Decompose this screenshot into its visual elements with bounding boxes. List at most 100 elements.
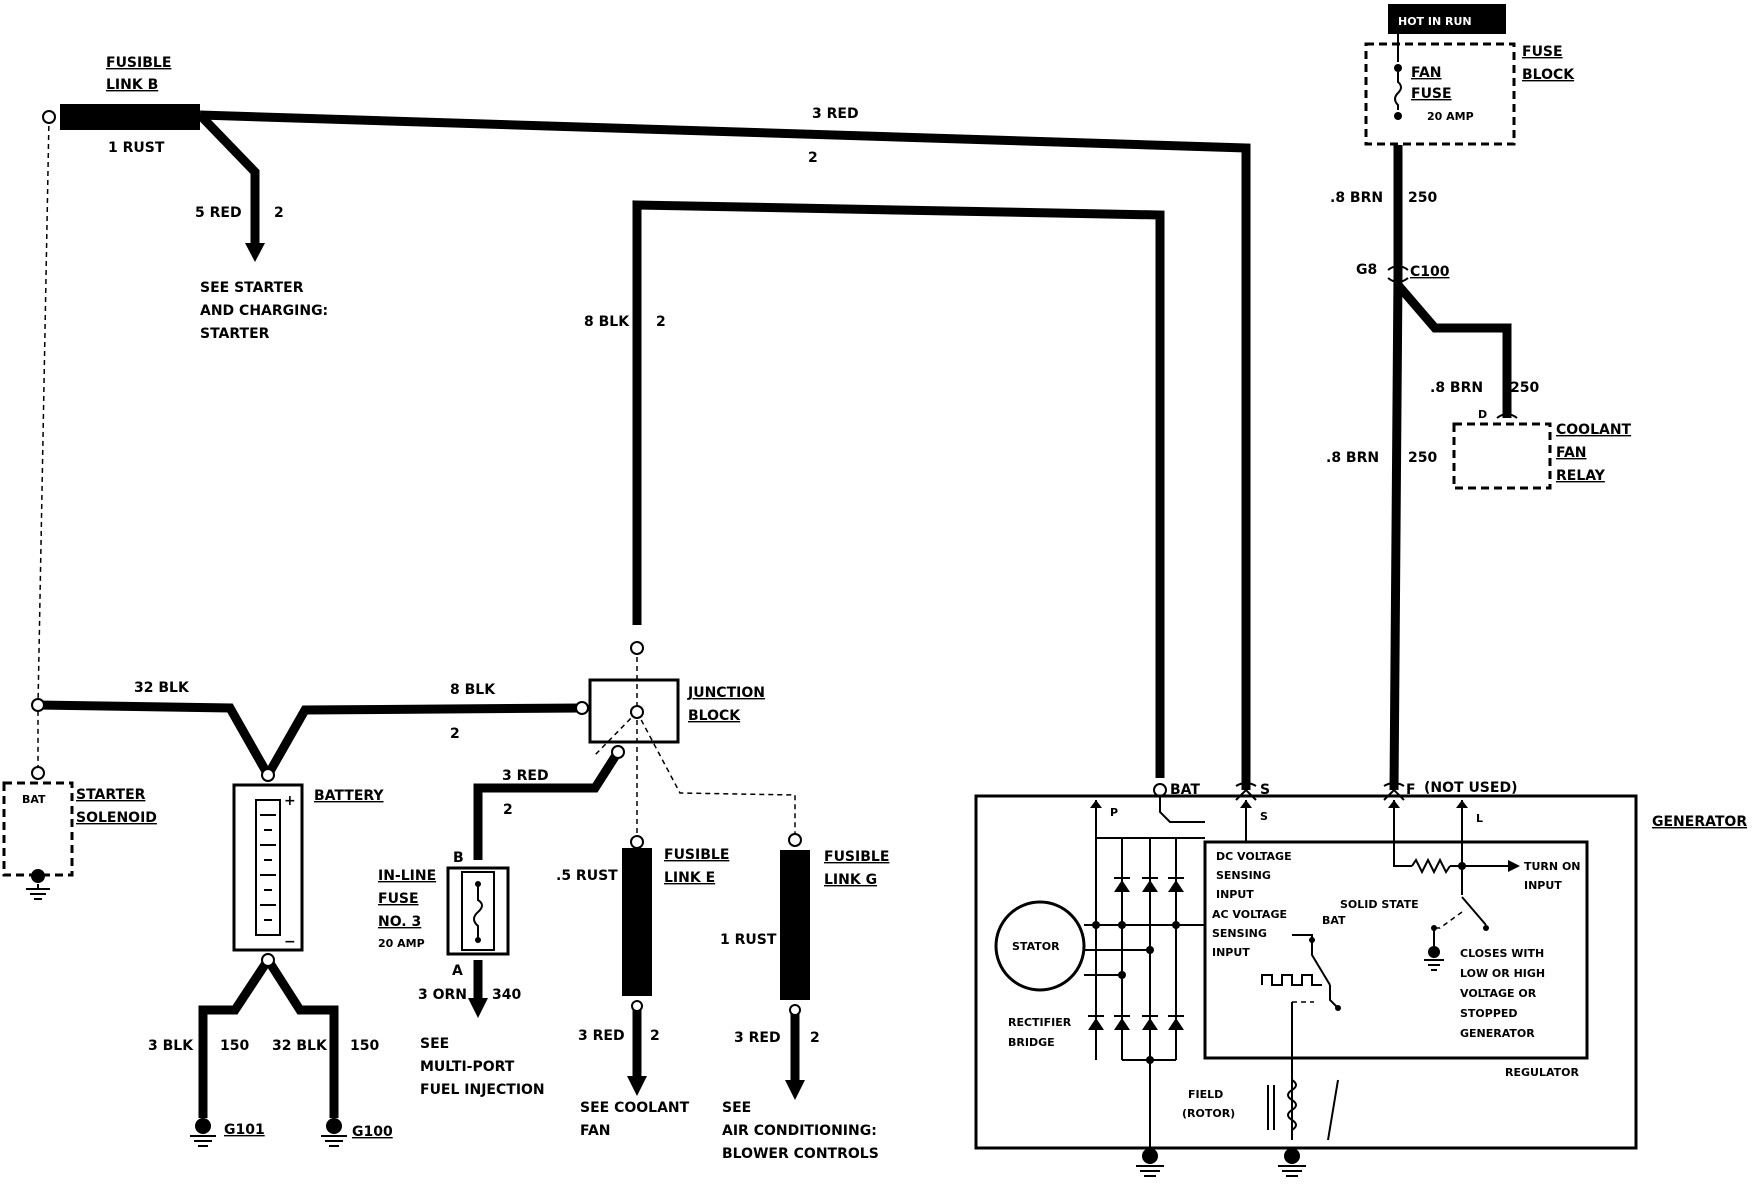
label-rectifier-bridge-1: RECTIFIER (1008, 1016, 1072, 1029)
label-see-mpfi-1: SEE (420, 1036, 449, 1052)
inline-fuse-element-icon (473, 884, 483, 940)
label-fusible-link-b-1: FUSIBLE (106, 55, 171, 71)
label-inline-fuse-2: FUSE (378, 891, 419, 907)
fusible-link-b-body (60, 104, 200, 130)
ground-icon-gen-right (1278, 1148, 1306, 1177)
fan-fuse-element-icon (1394, 72, 1402, 110)
label-inline-fuse-amp: 20 AMP (378, 937, 425, 950)
gen-bat-internal (1159, 796, 1205, 823)
label-brn-relay: .8 BRN (1430, 380, 1483, 396)
label-closes-with-1: CLOSES WITH (1460, 947, 1544, 960)
label-fuse-block-1: FUSE (1522, 44, 1563, 60)
inline-fuse-box (446, 866, 510, 956)
ring-junction-left (575, 701, 589, 715)
label-turn-on-2: INPUT (1524, 879, 1562, 892)
label-fusible-link-e-2: LINK E (664, 870, 715, 886)
label-2-e: 2 (650, 1028, 660, 1044)
resistor-icon (1411, 857, 1451, 875)
label-see-ac-3: BLOWER CONTROLS (722, 1146, 879, 1162)
ring-link-b (42, 110, 56, 124)
stator-circle (994, 900, 1086, 992)
ground-icon-solenoid (26, 869, 50, 900)
starter-bat-label: BAT (22, 793, 46, 806)
diodes-bottom (1088, 1015, 1184, 1030)
arrow-mpfi (468, 998, 488, 1018)
label-see-ac-2: AIR CONDITIONING: (722, 1123, 877, 1139)
wire-3-blk-g101 (198, 957, 272, 1118)
relay-pin-d-connector (1496, 413, 1518, 419)
label-solid-state: SOLID STATE (1340, 898, 1419, 911)
ground-icon-g101 (190, 1118, 216, 1147)
label-generator: GENERATOR (1652, 814, 1747, 830)
label-gen-s: S (1260, 782, 1270, 798)
label-g8: G8 (1356, 262, 1377, 278)
label-brn-bottom: .8 BRN (1326, 450, 1379, 466)
fusible-link-g-body (780, 850, 810, 1000)
label-see-starter-2: AND CHARGING: (200, 303, 328, 319)
wire-8-blk-horiz (264, 703, 583, 778)
label-2-starter: 2 (274, 205, 284, 221)
battery-cells (255, 799, 281, 936)
label-orn-3: 3 ORN (418, 987, 467, 1003)
label-2-vert: 2 (656, 314, 666, 330)
fuse-block-box (1364, 42, 1516, 146)
label-see-starter-3: STARTER (200, 326, 270, 342)
gen-s-terminal (1235, 782, 1257, 801)
label-inner-bat: BAT (1322, 914, 1346, 927)
label-dc-voltage-1: DC VOLTAGE (1216, 850, 1292, 863)
label-red-3-g: 3 RED (734, 1030, 781, 1046)
label-stator: STATOR (1012, 940, 1060, 953)
label-150-b: 150 (350, 1038, 379, 1054)
label-inline-fuse-3: NO. 3 (378, 914, 421, 930)
label-ac-voltage-1: AC VOLTAGE (1212, 908, 1287, 921)
label-150-a: 150 (220, 1038, 249, 1054)
ring-link-e-bottom (631, 1000, 643, 1012)
turn-on-line (1393, 842, 1412, 867)
diodes-top (1114, 877, 1184, 892)
wire-32-blk-g100 (264, 957, 339, 1118)
wire-5-red-starter (196, 111, 260, 245)
ac-square-wave-icon (1261, 974, 1322, 986)
label-fusible-link-e-1: FUSIBLE (664, 847, 729, 863)
label-junction-block-1: JUNCTION (687, 685, 765, 701)
ring-battery-bottom (261, 953, 275, 967)
label-2-fuse: 2 (503, 802, 513, 818)
label-250-relay: 250 (1510, 380, 1539, 396)
regulator-box (1203, 840, 1589, 1060)
label-250-top: 250 (1408, 190, 1437, 206)
c100-connector (1387, 265, 1409, 283)
label-relay-pin-d: D (1478, 408, 1487, 421)
label-see-coolant-1: SEE COOLANT (580, 1100, 690, 1116)
label-closes-with-4: STOPPED (1460, 1007, 1518, 1020)
wire-3-red-top (199, 110, 1251, 790)
generator-box (974, 794, 1638, 1150)
label-dc-voltage-2: SENSING (1216, 869, 1271, 882)
label-fuse-block-2: BLOCK (1522, 67, 1575, 83)
rectifier-dots (1092, 921, 1180, 1064)
label-gen-bat: BAT (1170, 782, 1200, 798)
label-starter-solenoid-1: STARTER (76, 787, 146, 803)
label-brn-top: .8 BRN (1330, 190, 1383, 206)
hot-in-run-label: HOT IN RUN (1398, 15, 1472, 28)
wire-3-red-fuse (473, 749, 622, 860)
label-blk-3-g101: 3 BLK (148, 1038, 194, 1054)
label-red-3-e: 3 RED (578, 1028, 625, 1044)
label-coolant-fan-relay-1: COOLANT (1556, 422, 1632, 438)
label-regulator: REGULATOR (1505, 1066, 1579, 1079)
battery-plus: + (284, 793, 296, 809)
label-pin-p: P (1110, 806, 1118, 819)
starter-solenoid-box (2, 781, 74, 877)
wire-32-blk (37, 700, 272, 778)
label-coolant-fan-relay-3: RELAY (1556, 468, 1606, 484)
label-340: 340 (492, 987, 521, 1003)
label-junction-block-2: BLOCK (688, 708, 741, 724)
label-red-5: 5 RED (195, 205, 242, 221)
ring-junction-top (630, 641, 644, 655)
label-ac-voltage-3: INPUT (1212, 946, 1250, 959)
wire-8-brn-relay (1394, 282, 1512, 418)
arrow-coolant (627, 1076, 647, 1096)
label-fusible-link-b-2: LINK B (106, 77, 158, 93)
label-not-used: (NOT USED) (1424, 780, 1517, 796)
ring-32blk-end (31, 698, 45, 712)
